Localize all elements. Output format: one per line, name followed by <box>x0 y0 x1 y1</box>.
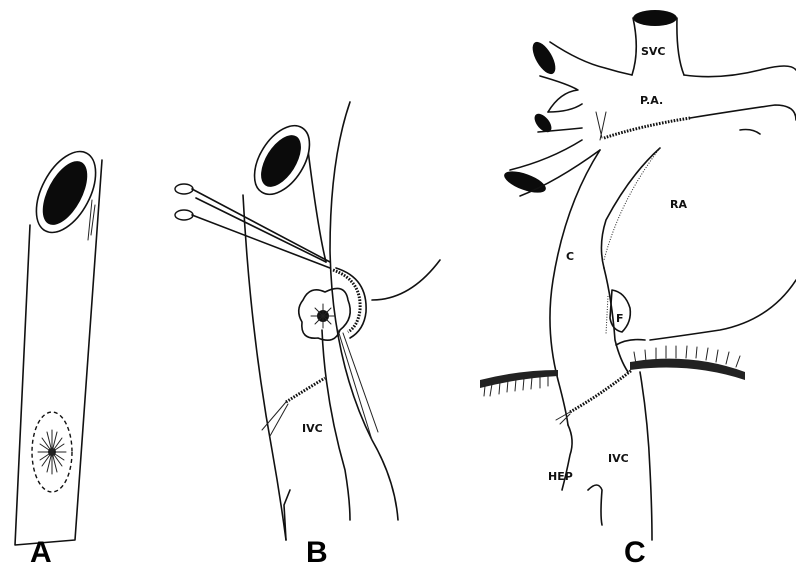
rpa-upper-lumen <box>528 38 560 77</box>
label-hep: HEP <box>548 470 573 483</box>
panel-a-tube-graft: A <box>15 142 108 569</box>
ra-left-edge <box>601 148 660 268</box>
pa-suture-line <box>604 118 690 138</box>
clamp-shaft <box>196 198 326 262</box>
clamp-ring-lower <box>175 210 193 220</box>
ra-junction <box>616 340 645 345</box>
graft-left-wall <box>243 195 286 540</box>
ra-septum-dashed <box>604 148 660 260</box>
flap-hatching <box>606 296 608 334</box>
diaphragm-right <box>630 359 745 380</box>
atrium-right-edge <box>372 260 440 300</box>
svc-lumen <box>633 10 677 26</box>
hep-ivc-divider <box>588 485 602 525</box>
caval-suture-line <box>286 378 325 402</box>
panel-letter-b: B <box>306 536 328 569</box>
suture-tails-down <box>338 330 378 440</box>
side-hole-fenestration <box>38 430 66 474</box>
ivc-right-wall <box>640 372 652 540</box>
label-ivc-b: IVC <box>302 422 323 435</box>
rpa-upper-branch <box>540 42 632 112</box>
clamp-ring-upper <box>175 184 193 194</box>
fenestration-rays <box>311 304 335 328</box>
graft-right-wall-upper <box>308 150 326 262</box>
ra-right-edges <box>650 130 796 341</box>
graft-right-wall-lower <box>322 330 350 520</box>
label-pa: P.A. <box>640 94 663 107</box>
atrial-cuff <box>336 268 366 338</box>
panel-letter-c: C <box>624 536 646 569</box>
label-flap: F <box>616 312 624 325</box>
panel-letter-a: A <box>30 536 52 569</box>
label-svc: SVC <box>641 45 666 58</box>
ra-top-edge <box>690 105 796 120</box>
suture-strands <box>192 189 330 268</box>
conduit-left-wall <box>550 150 600 425</box>
pa-top-contour <box>684 66 796 77</box>
graft-bottom-edge <box>284 490 290 540</box>
panel-c-completed-repair: SVC P.A. RA C F <box>480 10 796 569</box>
label-conduit: C <box>566 250 574 263</box>
label-ivc-c: IVC <box>608 452 629 465</box>
fenestration-flap <box>610 290 630 332</box>
ivc-suture-line <box>570 370 632 412</box>
panel-b-anastomosis: IVC B <box>175 102 440 569</box>
rpa-lower-lumen <box>502 167 549 197</box>
atrial-wall-line <box>330 102 398 520</box>
label-ra: RA <box>670 198 687 211</box>
pa-suture-tails <box>596 112 606 140</box>
graft-shading <box>88 200 95 240</box>
